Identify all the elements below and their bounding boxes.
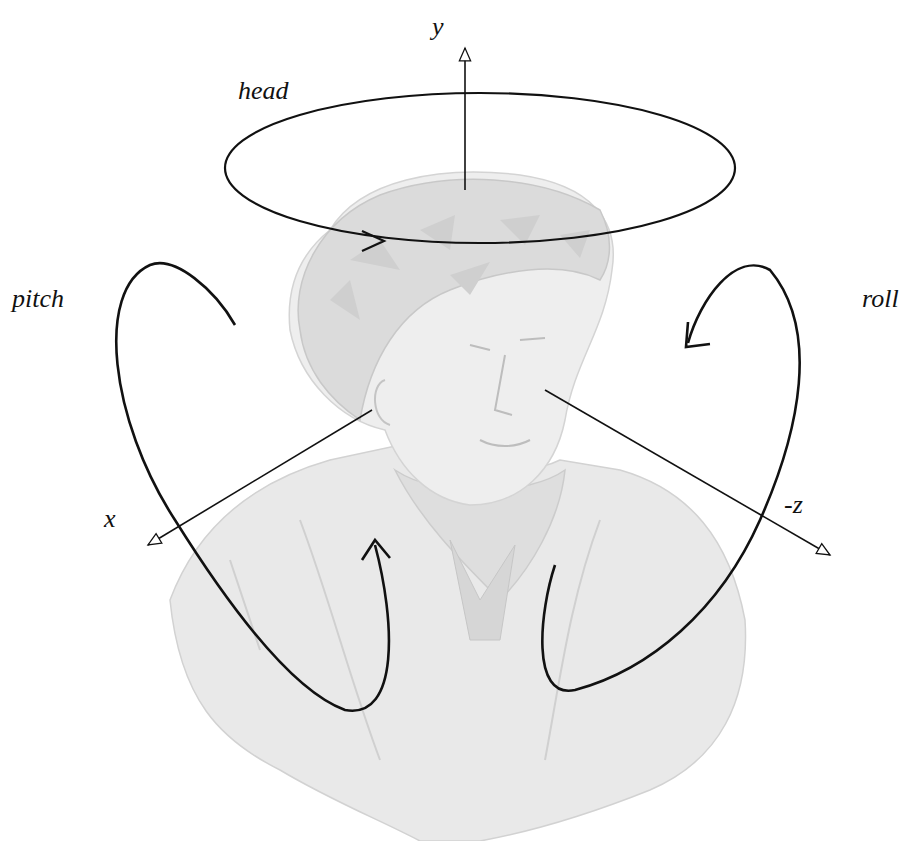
roll-arrowhead: [686, 322, 710, 347]
rotation-label: head: [238, 78, 289, 104]
z-axis: [545, 390, 830, 555]
roll-rotation-loop: [542, 265, 799, 690]
pitch-arrowhead: [362, 540, 390, 560]
rotation-label: pitch: [12, 286, 64, 312]
bust-head: [289, 172, 613, 505]
axis-label: -z: [784, 492, 803, 518]
y-axis: [464, 48, 466, 190]
axis-label: x: [104, 506, 116, 532]
bust-body: [170, 445, 746, 841]
rotation-label: roll: [862, 286, 899, 312]
axis-label: y: [432, 14, 444, 40]
head-rotation-ring: [225, 93, 735, 243]
coat-fold: [230, 520, 600, 760]
face-features: [470, 338, 545, 446]
bust-hair: [298, 179, 609, 420]
head-arrowhead: [362, 231, 384, 251]
hair-facets: [330, 215, 590, 320]
x-axis: [148, 410, 372, 545]
ear: [375, 380, 390, 425]
cravat: [450, 540, 515, 640]
pitch-rotation-loop: [116, 263, 389, 710]
